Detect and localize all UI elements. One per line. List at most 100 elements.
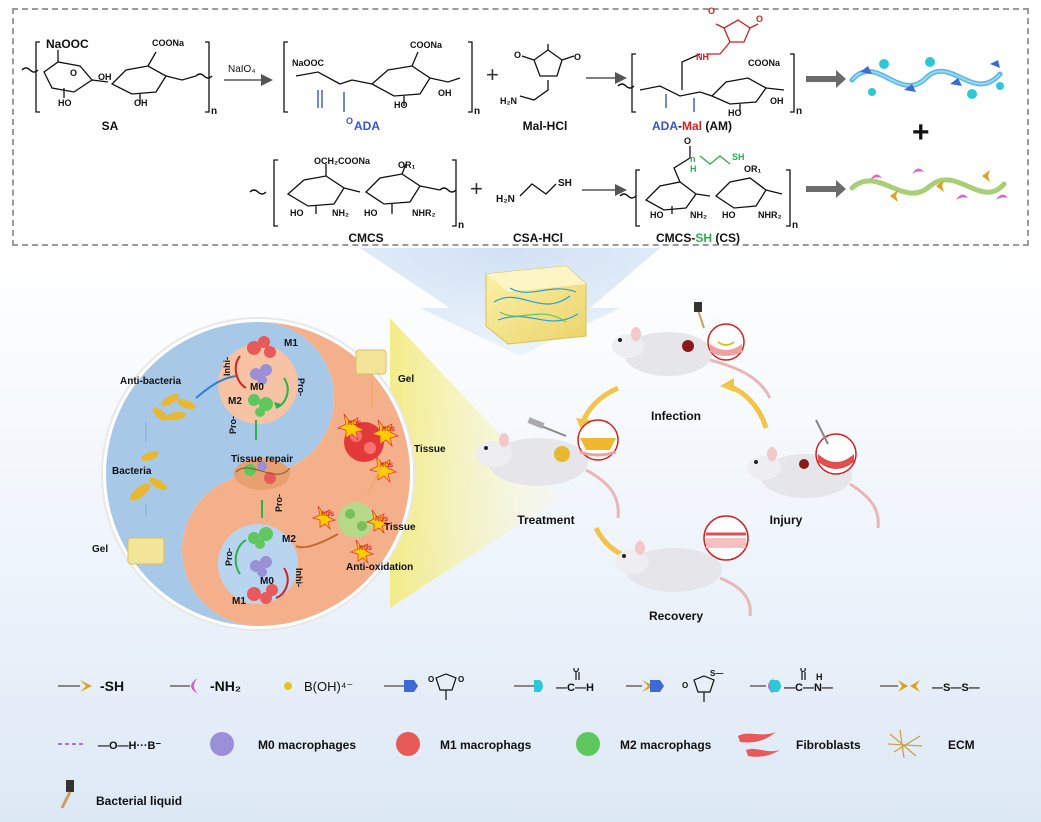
ada-mal-structure [617,53,795,113]
adamal-label-dash: - [678,119,682,133]
cmcs-nh2: NH₂ [332,208,349,218]
legend-boron-icon [284,682,292,690]
adamal-ho: HO [728,108,742,118]
cs-label-suffix: (CS) [712,231,740,245]
ada-o: O [346,116,353,126]
adamal-coona: COONa [748,58,781,68]
cs-label-base: CMCS- [656,231,695,245]
synthesis-scheme-box [12,8,1029,246]
csa-structure [519,183,557,197]
cmcs-or1: OR₁ [398,160,416,170]
mal-label: Mal-HCl [523,119,568,133]
sa-ho: HO [58,98,72,108]
cs-label-sh: SH [695,231,712,245]
cmcs-sh-structure [619,146,791,227]
legend-ch-o: —C—H [556,682,594,694]
bacteria-cluster-top [152,393,196,421]
sa-o: O [70,68,77,78]
bottom-pro-2: Pro- [274,494,284,512]
am-strand [849,57,1004,99]
ada-n: n [474,106,480,117]
sa-coona: COONa [152,38,185,48]
sa-oh: OH [98,72,112,82]
ros-6: ROS [359,546,372,552]
adamal-label-ada: ADA [652,119,678,133]
csa-label: CSA-HCl [513,231,563,245]
legend-m1-icon [396,732,420,756]
legend-thio-o: O [682,681,688,690]
cs-o: O [684,136,691,146]
sa-naooc: NaOOC [46,37,89,51]
legend-fibroblasts: Fibroblasts [796,738,861,752]
legend-nh2-icon [170,678,198,694]
legend-thioether-icon [626,675,715,702]
ada-label: ADA [354,119,380,133]
rat-infection [612,302,772,399]
cmcs-label: CMCS [348,231,383,245]
tissue-label-2: Tissue [384,522,416,533]
legend-bacterial-liquid: Bacterial liquid [96,794,182,808]
mal-ring-red [706,19,759,55]
legend-mal-o1: O [428,675,434,684]
plus-2: + [470,176,483,201]
ada-structure [283,41,473,113]
bacteria-cluster-mid [130,451,167,501]
ada-coona: COONa [410,40,443,50]
cs-ho: HO [650,210,664,220]
legend-sh-icon [58,680,92,692]
cs-h: H [690,164,697,174]
cycle-arrow-infection-treatment [579,385,620,425]
recovery-label: Recovery [649,609,703,623]
cs-label: CMCS-SH (CS) [656,231,740,245]
legend-o-h-b: —O—H···B⁻ [98,740,161,752]
legend-ecm-icon [887,729,923,759]
bottom-inhi: Inhi- [294,568,304,587]
gel-left-icon [127,537,165,565]
legend-thio-s: S— [710,669,723,678]
mal-o-2: O [574,52,581,62]
legend-amide-h: H [816,672,823,682]
cs-n: n [690,154,696,164]
legend-aldehyde-icon [514,672,580,692]
sa-n: n [211,106,217,117]
top-m1: M1 [284,338,298,349]
cs-thiol-chain [699,155,731,165]
legend-m1: M1 macrophags [440,738,532,752]
cs-n-sub: n [792,220,798,231]
legend-disulfide-icon [880,680,920,692]
tissue-repair-label: Tissue repair [231,454,293,465]
gel-cube [485,265,587,345]
cmcs-nhr2: NHR₂ [412,208,436,218]
ros-5: ROS [375,517,388,523]
legend-fibroblast-icon [738,732,780,757]
legend-maleimide-icon [384,673,457,700]
injury-label: Injury [770,513,803,527]
cmcs-n: n [458,220,464,231]
adamal-o-2: O [756,14,763,24]
illustration: M1 M0 M2 Inhi- Pro- Pro- Tissue repair A… [92,248,880,631]
bacteria-label: Bacteria [112,466,152,477]
adamal-n: n [796,106,802,117]
cs-strand [849,168,1008,202]
adamal-o-1: O [708,6,715,16]
adamal-label-suffix: (AM) [702,119,732,133]
gel-label-right: Gel [398,374,414,385]
legend-ald-o: O [573,668,579,674]
cs-nh2: NH₂ [690,210,707,220]
anti-bacteria-label: Anti-bacteria [120,376,182,387]
legend-boh4: B(OH)⁴⁻ [304,679,353,694]
naio4-label: NaIO₄ [228,64,255,75]
ada-ho: HO [394,100,408,110]
legend-amide: —C—N— [784,682,833,694]
mal-h2n: H₂N [500,96,517,106]
cmcs-ho-2: HO [364,208,378,218]
legend-amide-icon [750,672,806,694]
ros-tissue-2 [311,502,391,565]
ros-4: ROS [321,512,334,518]
adamal-oh: OH [770,96,784,106]
tissue-label-1: Tissue [414,444,446,455]
infection-label: Infection [651,409,701,423]
mal-structure [519,44,575,101]
cmcs-structure [249,159,457,227]
macrophage-cluster-bottom [234,500,289,604]
